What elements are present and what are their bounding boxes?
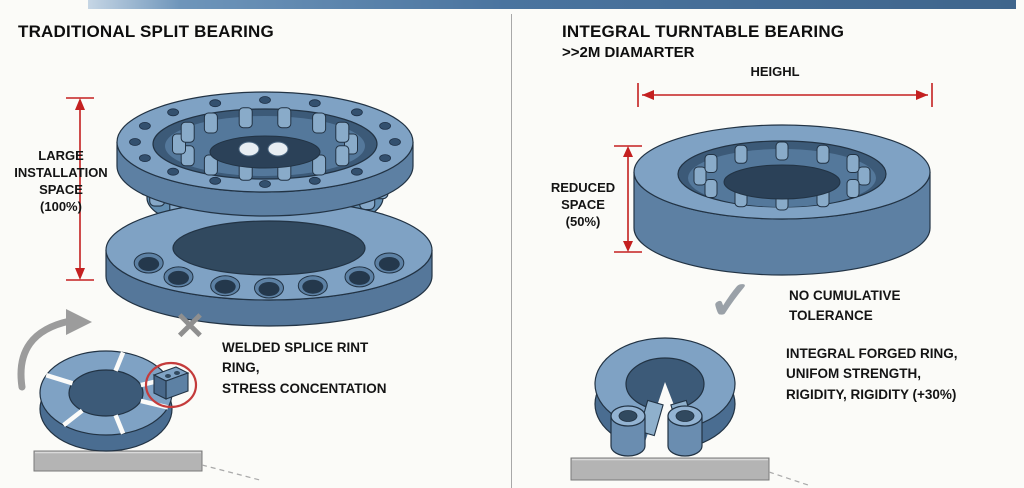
base-block [33,450,203,472]
flange-holes [133,252,405,299]
upper-outer-ring [116,91,414,217]
dashed-leader [768,471,812,487]
forged-ring-illustration [570,337,812,487]
installation-space-label: LARGE INSTALLATION SPACE (100%) [14,148,108,214]
bolt-holes [129,96,401,188]
rollers [693,141,871,211]
height-label: HEIGHL [750,64,800,79]
rotation-arrow [17,309,92,391]
left-caption: WELDED SPLICE RINT RING, STRESS CONCENTA… [222,340,387,396]
integral-bearing-illustration [633,124,931,276]
base-block [570,457,770,481]
dashed-leader [201,464,261,481]
installation-space-dimension-arrow [66,97,94,281]
tolerance-caption: NO CUMULATIVE TOLERANCE [789,288,901,324]
detached-segment [152,366,190,400]
stress-highlight-circle [144,361,198,409]
panel-divider [511,14,512,488]
check-mark-icon: ✓ [708,271,754,331]
right-caption: INTEGRAL FORGED RING, UNIFOM STRENGTH, R… [786,346,958,402]
left-panel-title: TRADITIONAL SPLIT BEARING [18,22,274,41]
segmented-ring [39,350,198,452]
welded-splice-ring-illustration [17,309,261,481]
reduced-space-dimension-arrow [614,145,642,253]
height-dimension-arrow [637,83,933,107]
lower-flange-ring [105,199,433,327]
top-accent-bar [88,0,1016,9]
right-panel-subtitle: >>2M DIAMARTER [562,44,695,61]
reduced-space-label: REDUCED SPACE (50%) [550,180,616,229]
roller-cylinders [610,405,703,457]
defect-cross-icon: ✕ [174,306,206,348]
split-bearing-illustration [105,91,433,327]
integral-ring [633,124,931,276]
right-panel-title: INTEGRAL TURNTABLE BEARING [562,22,845,41]
